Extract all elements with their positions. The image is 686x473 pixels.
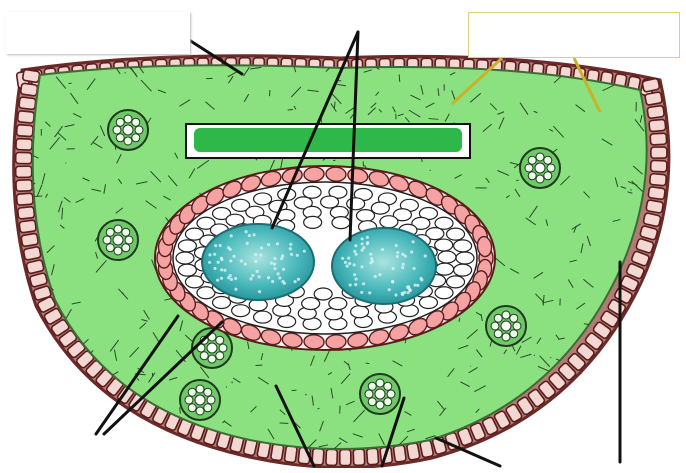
- label-box-top-left[interactable]: [6, 12, 190, 54]
- label-box-top-right[interactable]: [468, 12, 680, 58]
- highlight-bar-fill: [194, 128, 462, 152]
